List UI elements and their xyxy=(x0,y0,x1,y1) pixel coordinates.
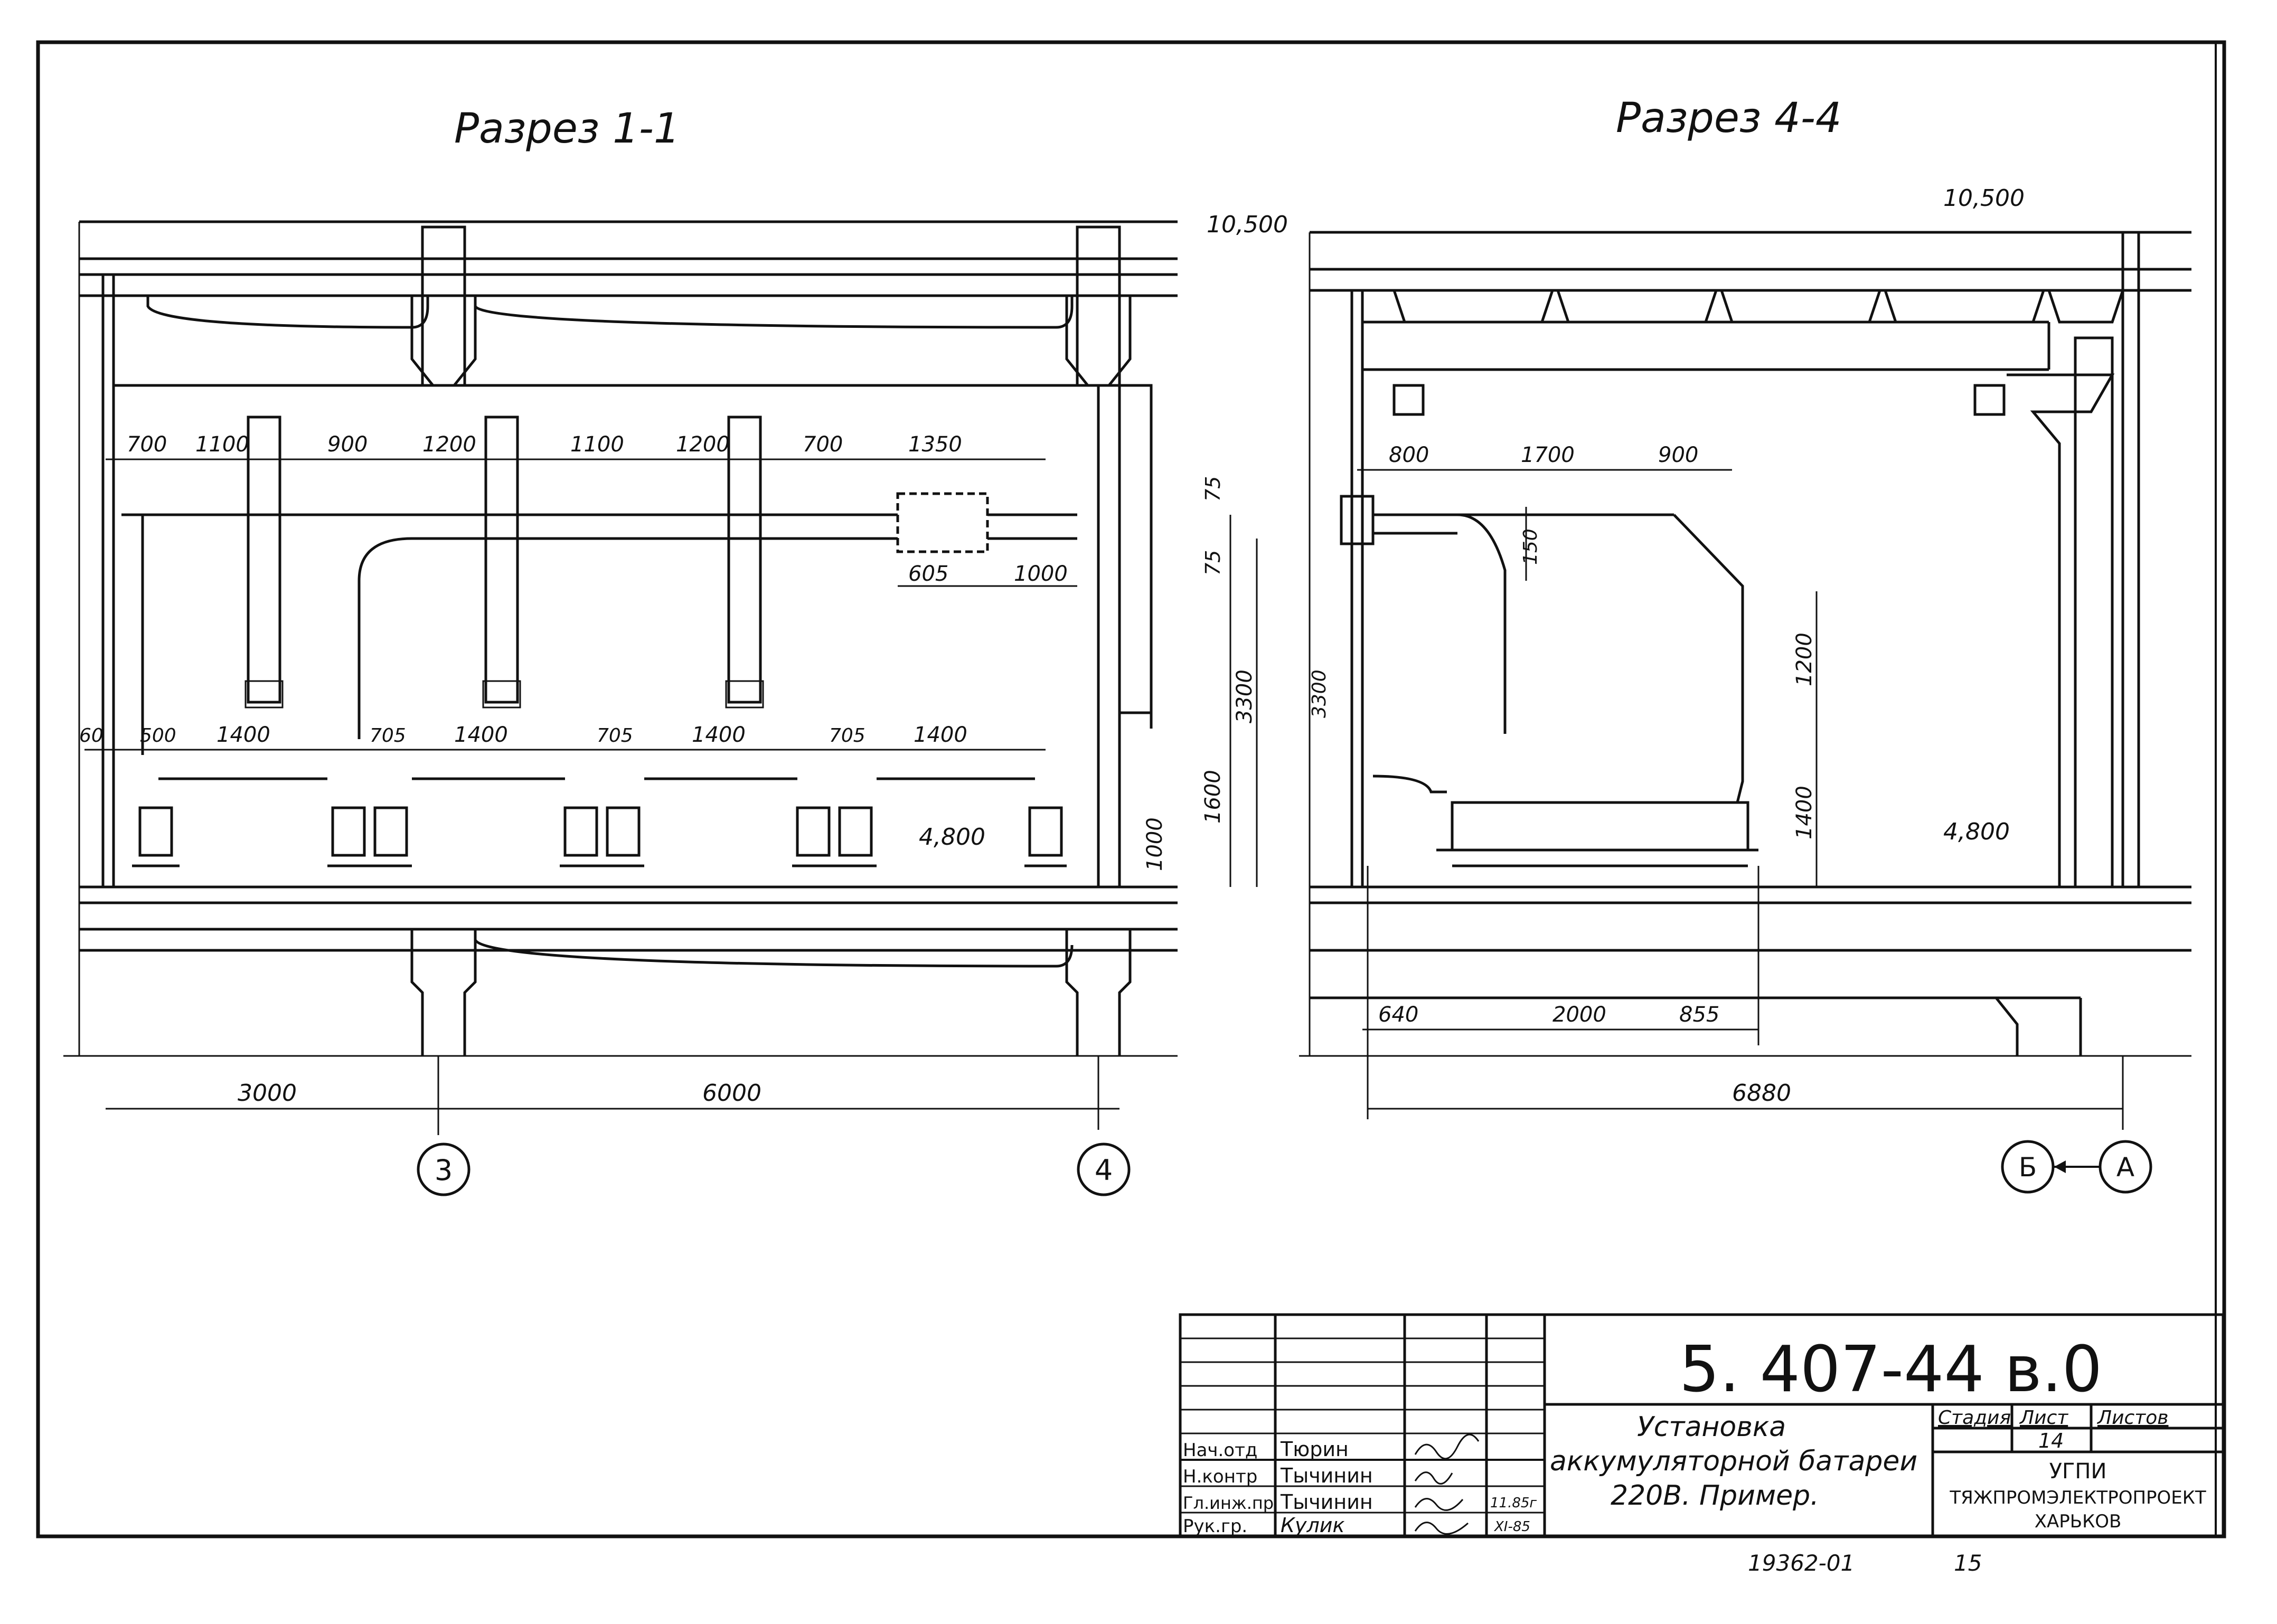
role-label: Гл.инж.пр xyxy=(1183,1493,1274,1513)
dim-label: 1600 xyxy=(1201,770,1225,824)
drawing-name-line-1: Установка xyxy=(1637,1411,1786,1443)
dim-label: 500 xyxy=(140,725,176,747)
dim-label: 1200 xyxy=(1792,632,1817,686)
org-line-2: ТЯЖПРОМЭЛЕКТРОПРОЕКТ xyxy=(1949,1487,2206,1508)
person-name: Кулик xyxy=(1281,1514,1344,1537)
sheet-header: Лист xyxy=(2019,1407,2068,1429)
section-1-1-title: Разрез 1-1 xyxy=(454,105,680,153)
dim-label: 1400 xyxy=(454,723,508,747)
dim-label: 855 xyxy=(1679,1003,1719,1027)
person-name: Тюрин xyxy=(1280,1438,1349,1461)
role-label: Н.контр xyxy=(1183,1466,1257,1487)
role-label: Рук.гр. xyxy=(1183,1516,1247,1537)
sign-date: XI-85 xyxy=(1493,1519,1530,1535)
dim-label: 1100 xyxy=(570,432,624,457)
dim-label: 705 xyxy=(597,725,633,747)
elevation-floor-a: 4,800 xyxy=(919,824,985,851)
sheet-number: 14 xyxy=(2038,1429,2064,1452)
dim-label: 3300 xyxy=(1232,669,1257,723)
title-block: 5. 407-44 в.0 Установка аккумуляторной б… xyxy=(1183,1333,2206,1576)
dim-label: 2000 xyxy=(1552,1003,1606,1027)
elevation-floor-b: 4,800 xyxy=(1943,818,2010,845)
dim-label: 700 xyxy=(127,432,167,457)
signatures xyxy=(1414,1433,1480,1535)
elevation-top-b: 10,500 xyxy=(1943,185,2025,212)
dim-label: 1200 xyxy=(422,432,476,457)
dim-label: 60 xyxy=(79,725,103,747)
drawing-name-line-2: аккумуляторной батареи xyxy=(1550,1446,1917,1477)
footer-page: 15 xyxy=(1954,1550,1982,1576)
drawing-code: 5. 407-44 в.0 xyxy=(1679,1333,2102,1406)
dim-label: 605 xyxy=(908,562,948,586)
axis-markers: 3 4 Б А xyxy=(417,1140,2152,1196)
axis-3-label: 3 xyxy=(435,1154,453,1187)
sign-date: 11.85г xyxy=(1490,1495,1537,1511)
footer-number: 19362-01 xyxy=(1748,1550,1855,1576)
section-4-4-title: Разрез 4-4 xyxy=(1616,95,1841,142)
sheet-frame xyxy=(36,40,2226,1538)
person-name: Тычинин xyxy=(1280,1464,1373,1487)
person-name: Тычинин xyxy=(1280,1490,1373,1514)
dim-label: 3300 xyxy=(1309,669,1330,718)
drawing-name-line-3: 220В. Пример. xyxy=(1611,1480,1819,1512)
dim-label: 1700 xyxy=(1521,443,1575,467)
drawing-labels: Разрез 1-1 Разрез 4-4 10,500 10,500 4,80… xyxy=(79,95,2025,1107)
dim-label: 1400 xyxy=(914,723,967,747)
elevation-top-a: 10,500 xyxy=(1207,211,1288,238)
dim-label: 1000 xyxy=(1014,562,1068,586)
dim-label: 1400 xyxy=(217,723,270,747)
dim-label: 1350 xyxy=(908,432,962,457)
axis-a-label: А xyxy=(2116,1152,2134,1183)
dim-label: 705 xyxy=(829,725,865,747)
dim-label: 800 xyxy=(1389,443,1429,467)
role-label: Нач.отд xyxy=(1183,1440,1257,1461)
dim-label: 900 xyxy=(1658,443,1698,467)
title-block-frame xyxy=(1179,1313,2225,1538)
dim-label: 1400 xyxy=(692,723,746,747)
dim-label: 6000 xyxy=(702,1080,761,1107)
axis-b-label: Б xyxy=(2019,1152,2037,1183)
dim-label: 705 xyxy=(370,725,406,747)
dim-label: 1000 xyxy=(1143,817,1167,871)
dim-label: 700 xyxy=(803,432,843,457)
dim-label: 6880 xyxy=(1732,1080,1791,1107)
dim-label: 900 xyxy=(327,432,368,457)
dim-label: 1400 xyxy=(1792,786,1817,839)
dim-label: 75 xyxy=(1201,550,1225,575)
dim-label: 1200 xyxy=(676,432,730,457)
dim-label: 150 xyxy=(1520,528,1541,565)
org-line-3: ХАРЬКОВ xyxy=(2035,1511,2122,1532)
dim-label: 75 xyxy=(1201,476,1225,502)
dim-label: 3000 xyxy=(238,1080,297,1107)
dim-label: 640 xyxy=(1378,1003,1418,1027)
section-1-1 xyxy=(63,220,1258,1135)
org-line-1: УГПИ xyxy=(2049,1459,2107,1484)
stage-header: Стадия xyxy=(1938,1407,2011,1429)
dim-label: 1100 xyxy=(195,432,249,457)
sheets-header: Листов xyxy=(2096,1407,2168,1429)
section-4-4 xyxy=(1299,231,2191,1130)
axis-4-label: 4 xyxy=(1095,1154,1113,1187)
